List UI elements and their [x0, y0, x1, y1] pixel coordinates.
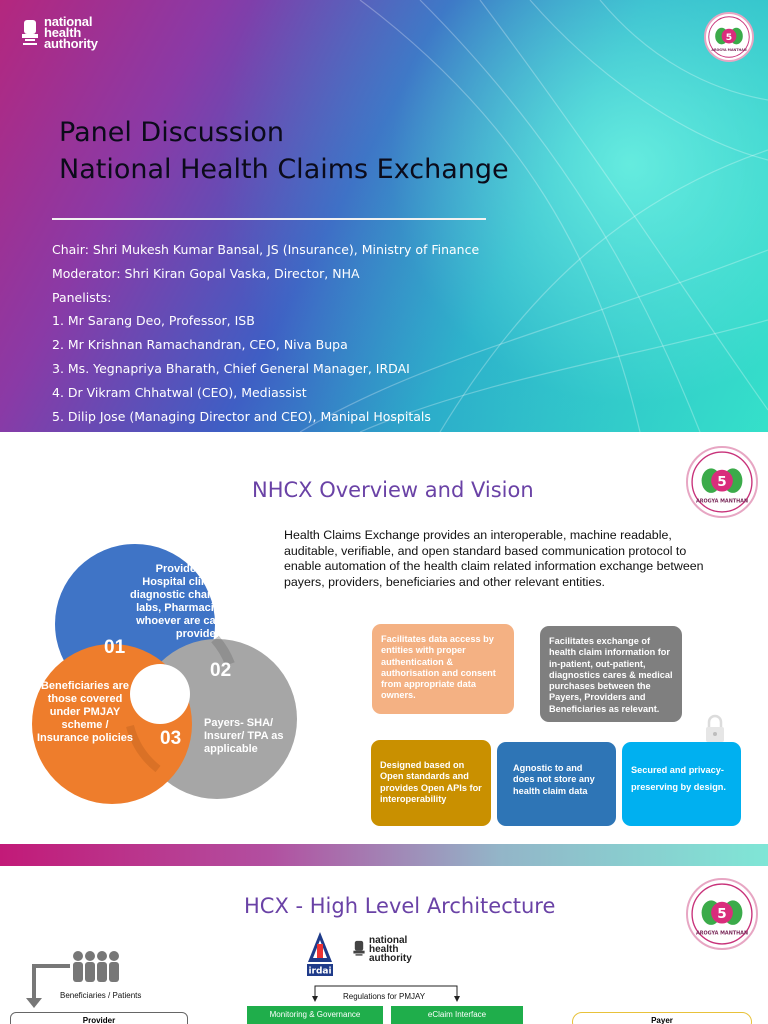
title-line-1: Panel Discussion [59, 117, 285, 148]
regulations-label: Regulations for PMJAY [343, 992, 426, 1001]
venn-number-01: 01 [104, 637, 126, 658]
emblem-icon [22, 19, 38, 45]
beneficiaries-text: Beneficiaries are those covered under PM… [37, 680, 133, 744]
venn-number-02: 02 [210, 660, 232, 681]
lock-icon [706, 714, 724, 742]
payers-text: Payers- SHA/ Insurer/ TPA as applicable [204, 717, 284, 755]
seal-text: AROGYA MANTHAN [696, 930, 748, 936]
nha-logo: national health authority [20, 14, 98, 51]
beneficiaries-people-icon [26, 951, 119, 1008]
panelist-item: 4. Dr Vikram Chhatwal (CEO), Mediassist [52, 384, 307, 400]
hcx-description: Health Claims Exchange provides an inter… [284, 528, 704, 589]
feature-box-secure: Secured and privacy-preserving by design… [622, 742, 741, 826]
seal-icon: 5 AROGYA MANTHAN [691, 883, 753, 945]
arogya-manthan-seal: 5 AROGYA MANTHAN [686, 446, 758, 518]
slide3-title: HCX - High Level Architecture [244, 894, 556, 918]
irdai-label: irdai [308, 967, 331, 977]
chair-line: Chair: Shri Mukesh Kumar Bansal, JS (Ins… [52, 242, 480, 257]
monitoring-governance-bar: Monitoring & Governance [247, 1006, 383, 1024]
panelist-item: 1. Mr Sarang Deo, Professor, ISB [52, 313, 255, 329]
seal-text: AROGYA MANTHAN [711, 48, 746, 52]
logo-line-3: authority [44, 36, 98, 51]
moderator-line: Moderator: Shri Kiran Gopal Vaska, Direc… [52, 265, 360, 281]
logo-line-2: health [44, 25, 82, 40]
panelist-item: 3. Ms. Yegnapriya Bharath, Chief General… [52, 360, 410, 376]
svg-text:5: 5 [717, 906, 726, 922]
payer-box: Payer [572, 1012, 752, 1024]
nha-line-1: national [369, 935, 408, 946]
title-line-2: National Health Claims Exchange [59, 154, 509, 185]
title-slide: national health authority 5 AROGYA MANTH… [0, 0, 768, 432]
seal-text: AROGYA MANTHAN [696, 498, 748, 504]
feature-box-agnostic: Agnostic to and does not store any healt… [497, 742, 616, 826]
venn-center [130, 664, 190, 724]
panelists-heading: Panelists: [52, 289, 112, 305]
arogya-manthan-seal: 5 AROGYA MANTHAN [704, 12, 754, 62]
seal-icon: 5 AROGYA MANTHAN [708, 16, 750, 58]
providers-text: Providers are Hospital clinics, diagnost… [130, 563, 226, 640]
feature-box-open-standards: Designed based on Open standards and pro… [371, 740, 491, 826]
feature-box-claim-exchange: Facilitates exchange of health claim inf… [540, 626, 682, 722]
decorative-curves [299, 0, 768, 432]
svg-text:5: 5 [726, 32, 732, 43]
feature-box-data-access: Facilitates data access by entities with… [372, 624, 514, 714]
eclaim-interface-bar: eClaim Interface [391, 1006, 523, 1024]
background-glow [0, 0, 768, 432]
title-divider [52, 218, 486, 220]
nha-line-2: health [369, 944, 399, 955]
panelist-item: 5. Dilip Jose (Managing Director and CEO… [52, 408, 431, 424]
beneficiaries-label: Beneficiaries / Patients [60, 991, 142, 1000]
emblem-icon [353, 940, 365, 956]
slide2-title: NHCX Overview and Vision [252, 478, 534, 502]
arogya-manthan-seal: 5 AROGYA MANTHAN [686, 878, 758, 950]
overview-slide: NHCX Overview and Vision 5 AROGYA MANTHA… [0, 432, 768, 844]
nha-line-3: authority [369, 953, 412, 964]
nha-logo-small: national health authority [352, 935, 412, 964]
slide-divider-bar [0, 844, 768, 866]
irdai-logo-icon: irdai [307, 932, 333, 977]
venn-diagram [32, 544, 297, 804]
svg-text:5: 5 [717, 474, 726, 490]
panelist-item: 2. Mr Krishnan Ramachandran, CEO, Niva B… [52, 337, 348, 353]
regulation-arrows [312, 985, 460, 1002]
seal-icon: 5 AROGYA MANTHAN [691, 451, 753, 513]
architecture-slide: HCX - High Level Architecture 5 AROGYA M… [0, 866, 768, 1024]
panel-list: Chair: Shri Mukesh Kumar Bansal, JS (Ins… [52, 240, 479, 430]
provider-box: Provider [10, 1012, 188, 1024]
slide1-title: Panel Discussion National Health Claims … [59, 114, 509, 188]
logo-line-1: national [44, 14, 93, 29]
venn-number-03: 03 [160, 728, 182, 749]
